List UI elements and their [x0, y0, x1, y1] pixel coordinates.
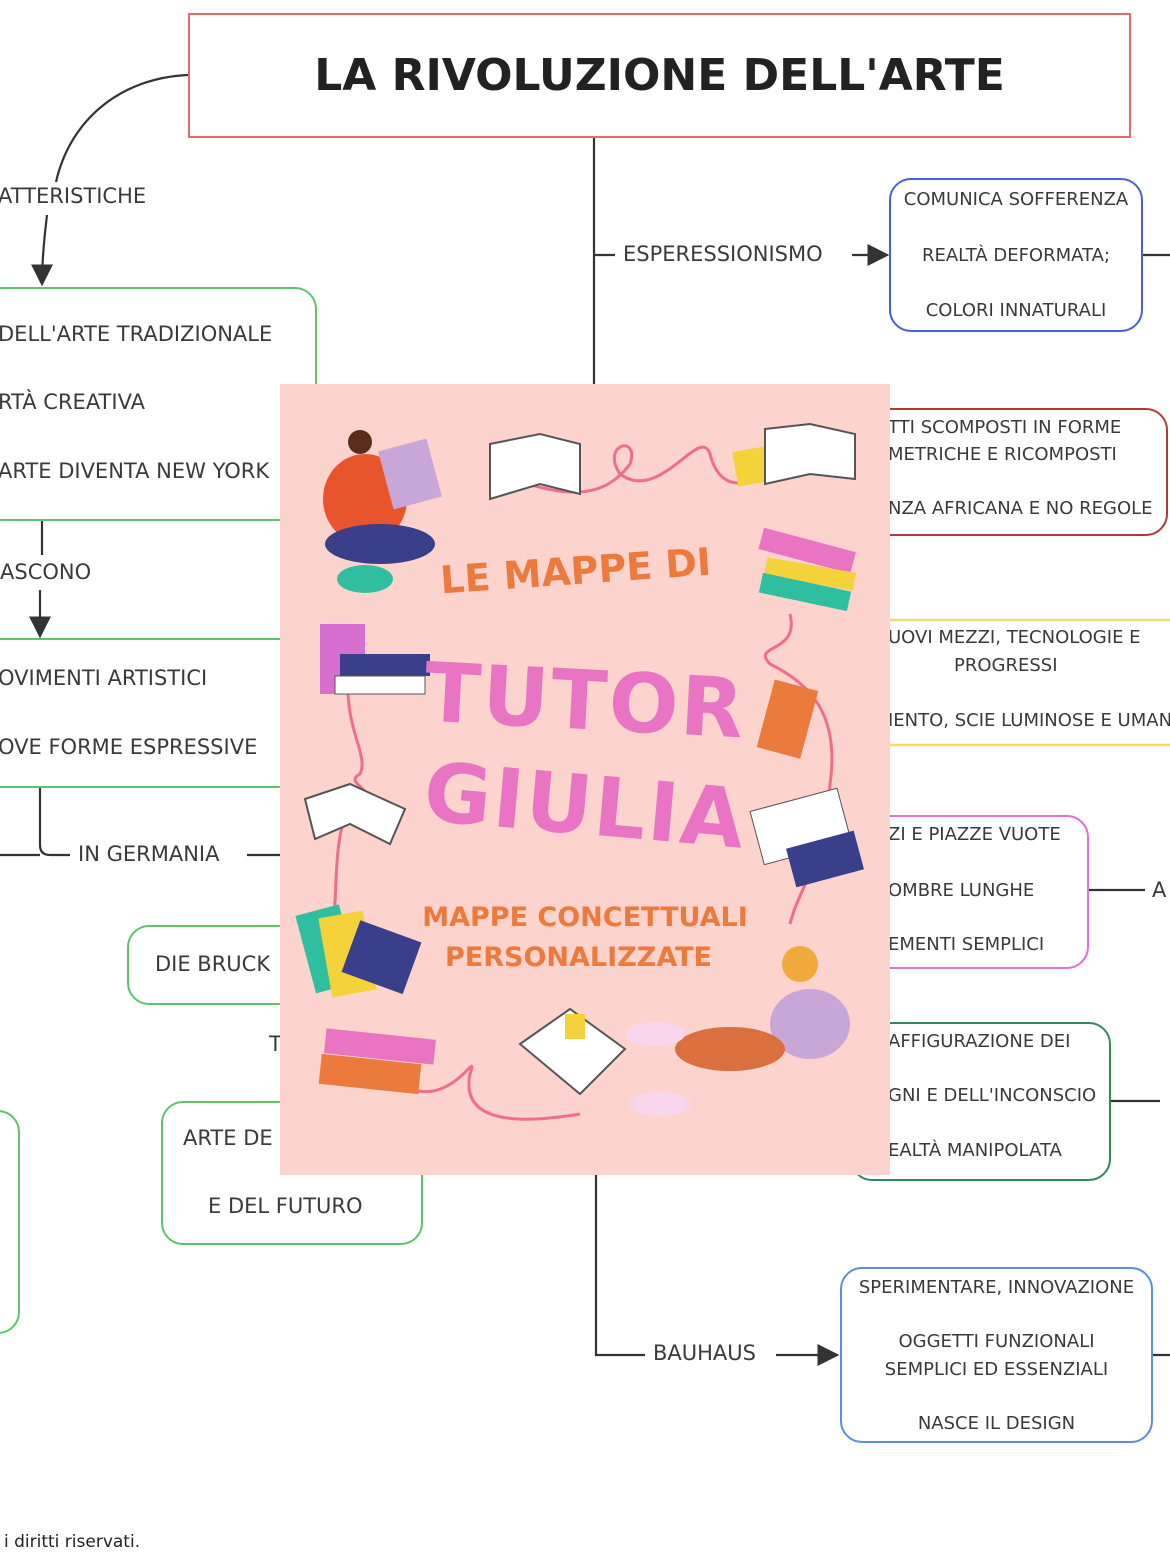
- caratteristiche-label: ATTERISTICHE: [0, 184, 147, 208]
- box-line: IENTO, SCIE LUMINOSE E UMAN: [888, 710, 1170, 731]
- box-line: OVIMENTI ARTISTICI: [0, 666, 208, 690]
- book-stack-icon: [318, 1028, 436, 1095]
- box-line: METRICHE E RICOMPOSTI: [888, 444, 1117, 465]
- box-line: ZI E PIAZZE VUOTE: [888, 824, 1061, 845]
- box-line: COLORI INNATURALI: [925, 300, 1107, 321]
- box-line: SPERIMENTARE, INNOVAZIONE: [858, 1277, 1135, 1298]
- box-line: SEMPLICI ED ESSENZIALI: [884, 1359, 1109, 1380]
- overlay-tagline-2: PERSONALIZZATE: [445, 942, 712, 973]
- box-line: PROGRESSI: [954, 655, 1058, 676]
- wavy-line: [509, 444, 762, 494]
- book-stack-icon: [320, 624, 430, 695]
- box-line: OMBRE LUNGHE: [888, 880, 1035, 901]
- box-line: ARTE DIVENTA NEW YORK: [0, 459, 270, 483]
- surrealismo-box: [850, 1022, 1111, 1181]
- reading-person-icon: [625, 946, 850, 1116]
- partial-left-box: [0, 1110, 20, 1334]
- bauhaus-box: [840, 1267, 1153, 1443]
- box-line: DELL'ARTE TRADIZIONALE: [0, 322, 273, 346]
- box-line: EMENTI SEMPLICI: [888, 934, 1045, 955]
- espressionismo-label: ESPERESSIONISMO: [623, 242, 823, 266]
- book-icon: [756, 679, 819, 759]
- box-line: REALTÀ DEFORMATA;: [921, 245, 1111, 266]
- box-line: COMUNICA SOFFERENZA: [903, 189, 1129, 210]
- box-line: TTI SCOMPOSTI IN FORME: [888, 417, 1122, 438]
- overlay-tagline-1: MAPPE CONCETTUALI: [422, 902, 748, 933]
- open-book-icon: [489, 432, 581, 501]
- box-line: E DEL FUTURO: [208, 1194, 363, 1218]
- nascono-label: ASCONO: [0, 560, 92, 584]
- footer-copyright: i diritti riservati.: [4, 1532, 141, 1552]
- germania-label: IN GERMANIA: [78, 842, 220, 866]
- decorative-illustrations: [295, 422, 864, 1121]
- box-line: RTÀ CREATIVA: [0, 390, 145, 414]
- title-to-caratteristiche-line: [54, 73, 189, 183]
- die-brucke-text: DIE BRUCK: [155, 952, 271, 976]
- box-line: GNI E DELL'INCONSCIO: [888, 1085, 1097, 1106]
- book-stack-icon: [295, 904, 422, 998]
- characteristics-box: [0, 287, 317, 521]
- promo-overlay: LE MAPPE DI TUTOR GIULIA MAPPE CONCETTUA…: [280, 384, 890, 1175]
- box-line: NZA AFRICANA E NO REGOLE: [888, 498, 1153, 519]
- bauhaus-label: BAUHAUS: [653, 1341, 757, 1365]
- open-book-icon: [518, 1007, 627, 1096]
- page-title: LA RIVOLUZIONE DELL'ARTE: [314, 50, 1005, 101]
- box-line: OGGETTI FUNZIONALI: [898, 1331, 1095, 1352]
- box-line: AFFIGURAZIONE DEI: [888, 1031, 1071, 1052]
- box-line: ARTE DE: [183, 1126, 273, 1150]
- movements-box: [0, 638, 300, 788]
- germania-line: [38, 787, 70, 857]
- box-line: EALTÀ MANIPOLATA: [888, 1140, 1062, 1161]
- book-stack-icon: [732, 422, 856, 487]
- t-label: T: [269, 1032, 282, 1056]
- book-stack-icon: [758, 527, 856, 612]
- box-line: OVE FORME ESPRESSIVE: [0, 735, 258, 759]
- bauhaus-trunk: [594, 1175, 645, 1357]
- book-stack-icon: [749, 787, 864, 888]
- box-line: NASCE IL DESIGN: [917, 1413, 1076, 1434]
- open-book-icon: [303, 782, 407, 846]
- espressionismo-box: [889, 178, 1143, 332]
- reading-person-icon: [323, 430, 442, 593]
- caratteristiche-arrow: [31, 214, 54, 287]
- wavy-line: [399, 1065, 581, 1121]
- metafisica-side-label: A: [1152, 878, 1167, 902]
- box-line: UOVI MEZZI, TECNOLOGIE E: [888, 627, 1141, 648]
- title-box: LA RIVOLUZIONE DELL'ARTE: [188, 13, 1131, 138]
